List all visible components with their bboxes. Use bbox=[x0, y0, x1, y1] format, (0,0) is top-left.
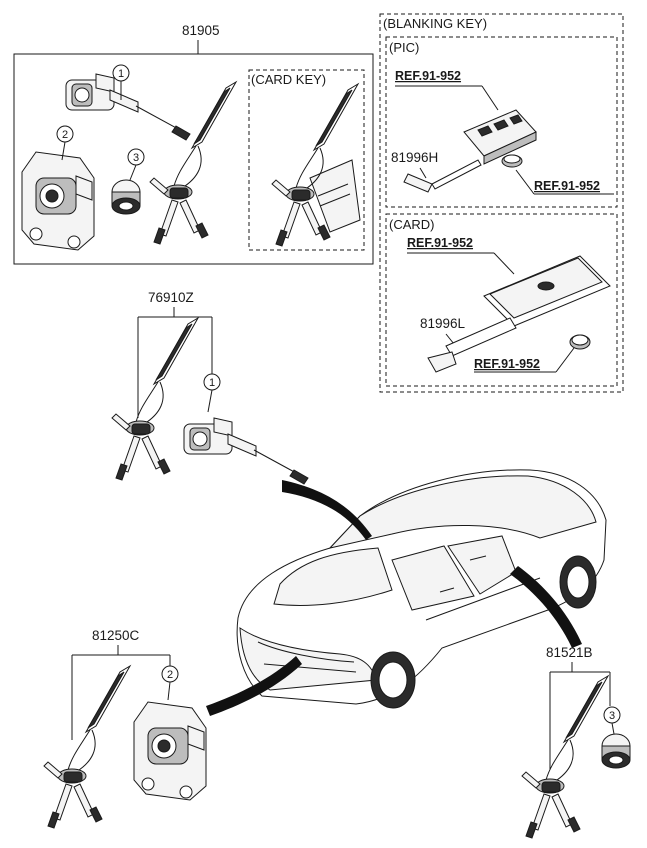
door-lock-cylinder-icon bbox=[183, 417, 309, 485]
lock-cap-icon bbox=[601, 733, 631, 769]
card-box bbox=[385, 213, 618, 387]
trunk-lock-bracket-icon bbox=[133, 701, 207, 801]
pic-box bbox=[385, 36, 618, 208]
lock-cap-icon bbox=[111, 179, 141, 215]
key-fob-icon bbox=[149, 81, 237, 245]
key-fob-icon bbox=[463, 109, 537, 165]
blanking-key-title: (BLANKING KEY) bbox=[383, 16, 487, 31]
card-key-label: (CARD KEY) bbox=[251, 72, 326, 87]
callout-3: 3 bbox=[133, 152, 139, 164]
emergency-key-icon bbox=[403, 159, 482, 193]
coin-battery-icon bbox=[501, 154, 523, 168]
part-number-81996L: 81996L bbox=[420, 316, 466, 331]
key-fob-icon bbox=[43, 665, 131, 829]
callout-3: 3 bbox=[609, 710, 615, 722]
smart-card-icon bbox=[483, 255, 611, 327]
blanking-key-box bbox=[379, 13, 624, 393]
door-lock-cylinder-icon bbox=[65, 73, 191, 141]
leader-arrow-trunk bbox=[206, 656, 302, 716]
ref-card-bottom: REF.91-952 bbox=[474, 357, 540, 371]
key-fob-icon bbox=[521, 675, 609, 839]
ref-card-top: REF.91-952 bbox=[407, 236, 473, 250]
callout-1: 1 bbox=[118, 68, 124, 80]
smart-card-icon bbox=[309, 159, 361, 233]
part-number-81250C: 81250C bbox=[92, 628, 140, 643]
callout-2: 2 bbox=[62, 129, 68, 141]
coin-battery-icon bbox=[569, 334, 591, 350]
ref-pic-top: REF.91-952 bbox=[395, 69, 461, 83]
emergency-key-icon bbox=[427, 317, 517, 373]
part-number-81996H: 81996H bbox=[391, 150, 438, 165]
part-number-81905: 81905 bbox=[182, 23, 220, 38]
leader-arrow-fuel bbox=[510, 566, 582, 648]
callout-2: 2 bbox=[167, 669, 173, 681]
pic-label: (PIC) bbox=[389, 40, 419, 55]
callout-1: 1 bbox=[209, 377, 215, 389]
sedan-rear-view-icon bbox=[236, 469, 607, 709]
key-fob-icon bbox=[111, 317, 199, 481]
card-key-box bbox=[248, 69, 365, 251]
part-number-81521B: 81521B bbox=[546, 645, 593, 660]
ref-pic-bottom: REF.91-952 bbox=[534, 179, 600, 193]
part-number-76910Z: 76910Z bbox=[148, 290, 194, 305]
trunk-lock-bracket-icon bbox=[21, 151, 95, 251]
lock-set-box bbox=[13, 53, 374, 265]
card-label: (CARD) bbox=[389, 217, 435, 232]
leader-arrow-door bbox=[282, 480, 372, 540]
